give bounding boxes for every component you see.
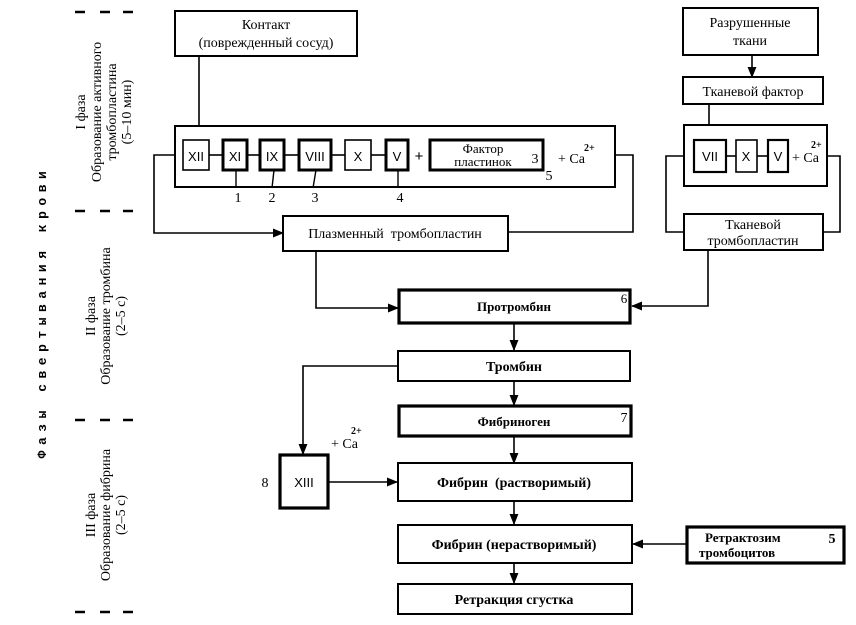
factor-xiii-node: XIII 8 (262, 453, 330, 510)
deficiency-label-1: 1 (235, 191, 242, 206)
plasma-thromboplastin-node: Плазменный тромбопластин (282, 215, 509, 252)
phase-1-label: I фаза Образование активного тромбопласт… (74, 42, 135, 182)
factor-xi-label: XI (229, 149, 241, 164)
thrombin-label: Тромбин (486, 360, 542, 375)
tissue-thromboplastin-node: Тканевой тромбопластин (683, 213, 824, 251)
prothrombin-label: Протромбин (477, 299, 552, 314)
side-title-text: Фазы свертывания крови (35, 166, 50, 459)
factor-x: X (344, 139, 372, 171)
factor-xii: XII (182, 139, 210, 171)
fibrin-insoluble-node: Фибрин (нерастворимый) (397, 524, 633, 564)
plasma-to-prothrombin-arrow (315, 251, 400, 313)
destroyed-tissue-line1: Разрушенные (710, 16, 791, 31)
phase-1-line1: Образование активного (90, 42, 105, 182)
retractozyme-line2: тромбоцитов (699, 545, 775, 560)
intrinsic-left-loop (153, 154, 285, 238)
deficiency-label-4: 4 (397, 191, 404, 206)
factor-xii-label: XII (188, 149, 204, 164)
intrinsic-calcium: + Ca (558, 152, 586, 167)
phase-1-line3: (5–10 мин) (120, 79, 135, 144)
factor-viii: VIII (297, 138, 333, 172)
factor-v-extrinsic-label: V (774, 149, 783, 164)
phase-3-line2: (2–5 с) (114, 495, 129, 535)
factor-v-label: V (393, 149, 402, 164)
fibrin-soluble-label: Фибрин (растворимый) (437, 476, 591, 491)
phase-2-label: II фаза Образование тромбина (2–5 с) (84, 246, 129, 384)
plus-sign: + (415, 148, 424, 165)
deficiency-label-2: 2 (269, 191, 276, 206)
factor-x-extrinsic-label: X (742, 149, 751, 164)
clot-retraction-node: Ретракция сгустка (397, 583, 633, 615)
deficiency-label-3: 3 (312, 191, 319, 206)
phase-2-title: II фаза (84, 295, 99, 336)
factor-xiii-label: XIII (294, 475, 314, 490)
prothrombin-node: Протромбин 6 (397, 288, 632, 325)
fibrin-insoluble-label: Фибрин (нерастворимый) (432, 538, 597, 553)
clot-retraction-label: Ретракция сгустка (455, 593, 574, 608)
tissue-thromboplastin-line2: тромбопластин (707, 234, 799, 249)
platelet-factor: Фактор пластинок 3 (428, 138, 545, 172)
factor-ix-label: IX (266, 149, 279, 164)
intrinsic-calcium-charge: 2+ (584, 143, 595, 154)
extrinsic-right-loop (823, 155, 841, 233)
factor-vii-label: VII (702, 149, 718, 164)
xiii-calcium-charge: 2+ (351, 426, 362, 437)
tissue-thromboplastin-line1: Тканевой (725, 218, 781, 233)
platelet-factor-index: 3 (532, 152, 539, 167)
phase-3-title: III фаза (84, 492, 99, 537)
phase-1-line2: тромбопластина (105, 63, 120, 161)
contact-line2: (поврежденный сосуд) (199, 36, 334, 51)
factor-xi: XI (221, 138, 249, 172)
extrinsic-complex: VII X V + Ca 2+ (683, 124, 828, 187)
factor-viii-label: VIII (305, 149, 325, 164)
side-title: Фазы свертывания крови (35, 166, 50, 459)
phase-2-line2: (2–5 с) (114, 296, 129, 336)
thrombin-node: Тромбин (397, 350, 631, 382)
phase-3-line1: Образование фибрина (99, 448, 114, 581)
factor-v-extrinsic: V (766, 138, 790, 174)
contact-node: Контакт (поврежденный сосуд) (174, 10, 358, 57)
tissue-factor-label: Тканевой фактор (702, 85, 803, 100)
factor-x-label: X (354, 149, 363, 164)
phase-dividers (75, 10, 133, 614)
retractozyme-node: Ретрактозим тромбоцитов 5 (685, 525, 846, 565)
phase-2-line1: Образование тромбина (99, 246, 114, 384)
factor-vii: VII (692, 138, 728, 174)
platelet-sub-index: 5 (546, 169, 553, 184)
extrinsic-left-loop (665, 155, 684, 233)
phase-1-title: I фаза (74, 94, 89, 130)
retractozyme-index: 5 (829, 532, 836, 547)
retractozyme-line1: Ретрактозим (705, 530, 781, 545)
factor-x-extrinsic: X (735, 139, 758, 173)
extrinsic-calcium: + Ca (792, 151, 820, 166)
intrinsic-complex: XII XI IX VIII X V + Фактор пластинок 3 (174, 125, 616, 188)
prothrombin-index: 6 (621, 291, 628, 306)
fibrinogen-index: 7 (621, 411, 628, 426)
plasma-thromboplastin-label: Плазменный тромбопластин (308, 227, 482, 242)
destroyed-tissue-line2: ткани (733, 34, 767, 49)
tissue-to-prothrombin-arrow (630, 250, 709, 311)
destroyed-tissue-node: Разрушенные ткани (682, 7, 819, 56)
fibrin-soluble-node: Фибрин (растворимый) (397, 462, 633, 502)
extrinsic-calcium-charge: 2+ (811, 140, 822, 151)
phase-3-label: III фаза Образование фибрина (2–5 с) (84, 448, 129, 581)
tissue-factor-node: Тканевой фактор (682, 76, 824, 105)
platelet-factor-line2: пластинок (454, 154, 512, 169)
deficiency-markers (235, 169, 399, 189)
platelet-factor-line1: Фактор (463, 141, 504, 156)
thrombin-to-xiii-arrow (298, 365, 398, 456)
fibrinogen-node: Фибриноген 7 (397, 404, 633, 438)
xiii-calcium: + Ca (331, 437, 359, 452)
contact-line1: Контакт (242, 18, 290, 33)
intrinsic-right-loop (508, 154, 634, 233)
factor-ix: IX (258, 138, 286, 172)
fibrinogen-label: Фибриноген (478, 414, 551, 429)
factor-xiii-index: 8 (262, 476, 269, 491)
factor-v: V (384, 138, 410, 172)
